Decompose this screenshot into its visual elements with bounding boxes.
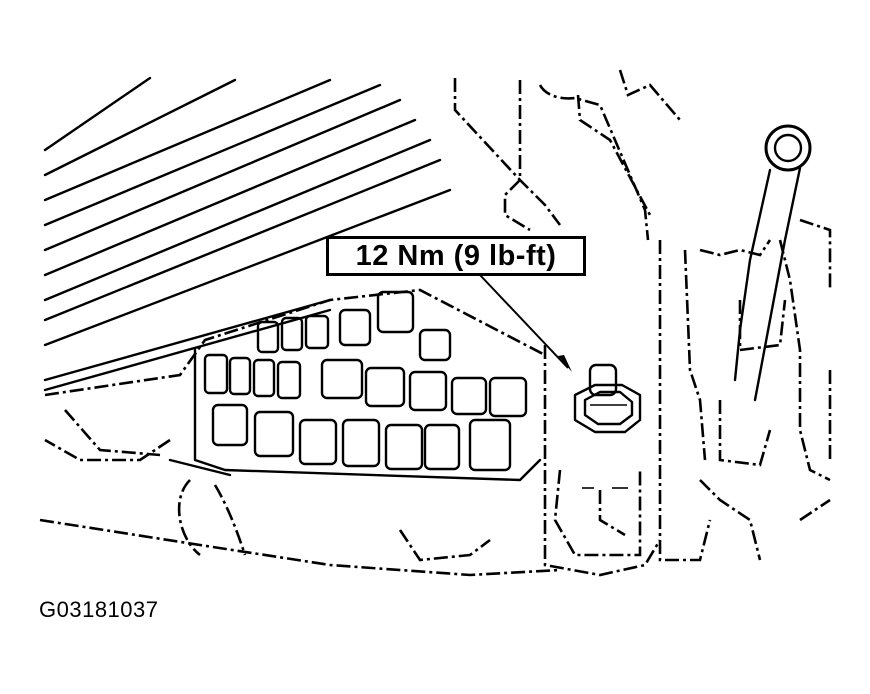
torque-callout-label: 12 Nm (9 lb-ft): [326, 236, 586, 276]
housing-outline: [39, 69, 832, 577]
nut-fastener: [573, 363, 642, 489]
figure-id-label: G03181037: [39, 597, 159, 622]
fuse-grid: [168, 290, 542, 482]
dipstick-handle: [733, 124, 812, 402]
hatched-panel: [43, 76, 452, 392]
leader-line: [479, 274, 572, 372]
